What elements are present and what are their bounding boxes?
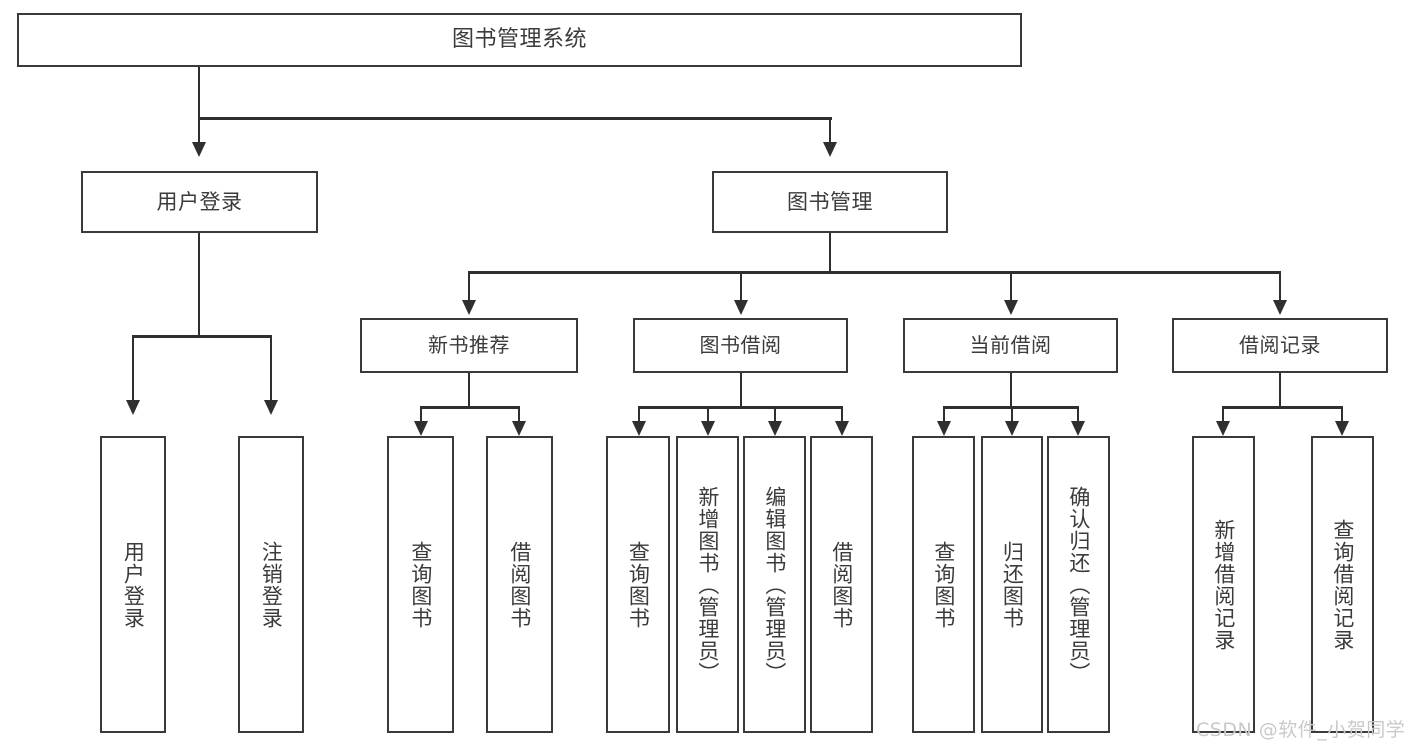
node-current-borrow[interactable]: 当前借阅	[903, 318, 1118, 373]
leaf-new-book-borrow[interactable]: 借阅图书	[486, 436, 553, 733]
connector-user-login-stem	[198, 233, 200, 336]
leaf-confirm-return-admin[interactable]: 确认归还（管理员）	[1047, 436, 1110, 733]
connector-root-drop-1	[198, 117, 200, 143]
arrowhead-cb-leaf-3	[1071, 421, 1085, 436]
node-new-book-recommend[interactable]: 新书推荐	[360, 318, 578, 373]
connector-root-drop-2	[829, 117, 831, 143]
node-label: 当前借阅	[969, 333, 1052, 357]
leaf-book-borrow-action[interactable]: 借阅图书	[810, 436, 873, 733]
connector-cb-drop-2	[1011, 406, 1013, 422]
connector-bm-drop-3	[1010, 271, 1012, 301]
connector-bb-drop-3	[774, 406, 776, 422]
connector-current-borrow-stem	[1010, 373, 1012, 407]
node-label: 用户登录	[121, 540, 146, 629]
connector-br-drop-2	[1341, 406, 1343, 422]
connector-bb-drop-4	[841, 406, 843, 422]
arrowhead-to-logout-leaf	[264, 400, 278, 415]
connector-user-login-drop-2	[270, 335, 272, 401]
connector-cb-drop-3	[1077, 406, 1079, 422]
node-book-borrow[interactable]: 图书借阅	[633, 318, 848, 373]
node-user-login[interactable]: 用户登录	[81, 171, 318, 233]
node-label: 图书借阅	[699, 333, 782, 357]
arrowhead-bb-leaf-2	[701, 421, 715, 436]
arrowhead-bb-leaf-1	[632, 421, 646, 436]
node-label: 新书推荐	[428, 333, 510, 357]
node-book-management[interactable]: 图书管理	[712, 171, 948, 233]
connector-borrow-record-bus	[1222, 406, 1342, 409]
node-label: 编辑图书（管理员）	[762, 485, 787, 684]
leaf-return-book[interactable]: 归还图书	[981, 436, 1043, 733]
node-label: 查询图书	[408, 540, 433, 629]
connector-book-borrow-bus	[638, 406, 843, 409]
connector-borrow-record-stem	[1279, 373, 1281, 407]
connector-nb-drop-2	[518, 406, 520, 422]
arrowhead-cb-leaf-1	[937, 421, 951, 436]
leaf-current-query[interactable]: 查询图书	[912, 436, 975, 733]
connector-user-login-bus	[132, 335, 272, 338]
leaf-logout[interactable]: 注销登录	[238, 436, 304, 733]
node-root-book-management-system[interactable]: 图书管理系统	[17, 13, 1022, 67]
arrowhead-to-current-borrow	[1004, 300, 1018, 315]
arrowhead-to-book-borrow	[734, 300, 748, 315]
connector-root-stem	[198, 67, 200, 118]
connector-bm-drop-2	[740, 271, 742, 301]
connector-book-borrow-stem	[740, 373, 742, 407]
node-label: 查询图书	[931, 540, 956, 629]
arrowhead-cb-leaf-2	[1005, 421, 1019, 436]
leaf-query-borrow-record[interactable]: 查询借阅记录	[1311, 436, 1374, 733]
arrowhead-bb-leaf-4	[835, 421, 849, 436]
node-label: 查询借阅记录	[1330, 518, 1355, 651]
arrowhead-nb-leaf-1	[414, 421, 428, 436]
connector-user-login-drop-1	[132, 335, 134, 401]
node-label: 图书管理系统	[451, 27, 587, 53]
leaf-book-add-admin[interactable]: 新增图书（管理员）	[676, 436, 739, 733]
arrowhead-bb-leaf-3	[768, 421, 782, 436]
node-label: 图书管理	[787, 189, 873, 214]
arrowhead-br-leaf-2	[1335, 421, 1349, 436]
connector-bb-drop-2	[707, 406, 709, 422]
connector-book-management-bus	[468, 271, 1280, 274]
arrowhead-to-user-login-leaf	[126, 400, 140, 415]
arrowhead-to-borrow-record	[1273, 300, 1287, 315]
leaf-book-query[interactable]: 查询图书	[606, 436, 670, 733]
connector-br-drop-1	[1222, 406, 1224, 422]
node-borrow-record[interactable]: 借阅记录	[1172, 318, 1388, 373]
connector-book-management-stem	[829, 233, 831, 272]
node-label: 确认归还（管理员）	[1066, 485, 1091, 684]
leaf-new-book-query[interactable]: 查询图书	[387, 436, 454, 733]
arrowhead-br-leaf-1	[1216, 421, 1230, 436]
connector-root-bus	[198, 117, 832, 120]
arrowhead-root-to-user-login	[192, 142, 206, 157]
node-label: 借阅图书	[507, 540, 532, 629]
connector-nb-drop-1	[420, 406, 422, 422]
leaf-add-borrow-record[interactable]: 新增借阅记录	[1192, 436, 1255, 733]
arrowhead-to-new-book	[462, 300, 476, 315]
node-label: 查询图书	[626, 540, 651, 629]
node-label: 注销登录	[259, 540, 284, 629]
connector-bm-drop-1	[468, 271, 470, 301]
connector-new-book-bus	[420, 406, 520, 409]
connector-cb-drop-1	[943, 406, 945, 422]
leaf-book-edit-admin[interactable]: 编辑图书（管理员）	[743, 436, 806, 733]
arrowhead-nb-leaf-2	[512, 421, 526, 436]
node-label: 归还图书	[1000, 540, 1025, 629]
node-label: 借阅记录	[1239, 333, 1321, 357]
node-label: 新增图书（管理员）	[695, 485, 720, 684]
arrowhead-root-to-book-management	[823, 142, 837, 157]
node-label: 用户登录	[156, 189, 243, 214]
connector-new-book-stem	[468, 373, 470, 407]
leaf-user-login[interactable]: 用户登录	[100, 436, 166, 733]
node-label: 新增借阅记录	[1211, 518, 1236, 651]
node-label: 借阅图书	[829, 540, 854, 629]
connector-bb-drop-1	[638, 406, 640, 422]
connector-bm-drop-4	[1279, 271, 1281, 301]
connector-current-borrow-bus	[943, 406, 1078, 409]
